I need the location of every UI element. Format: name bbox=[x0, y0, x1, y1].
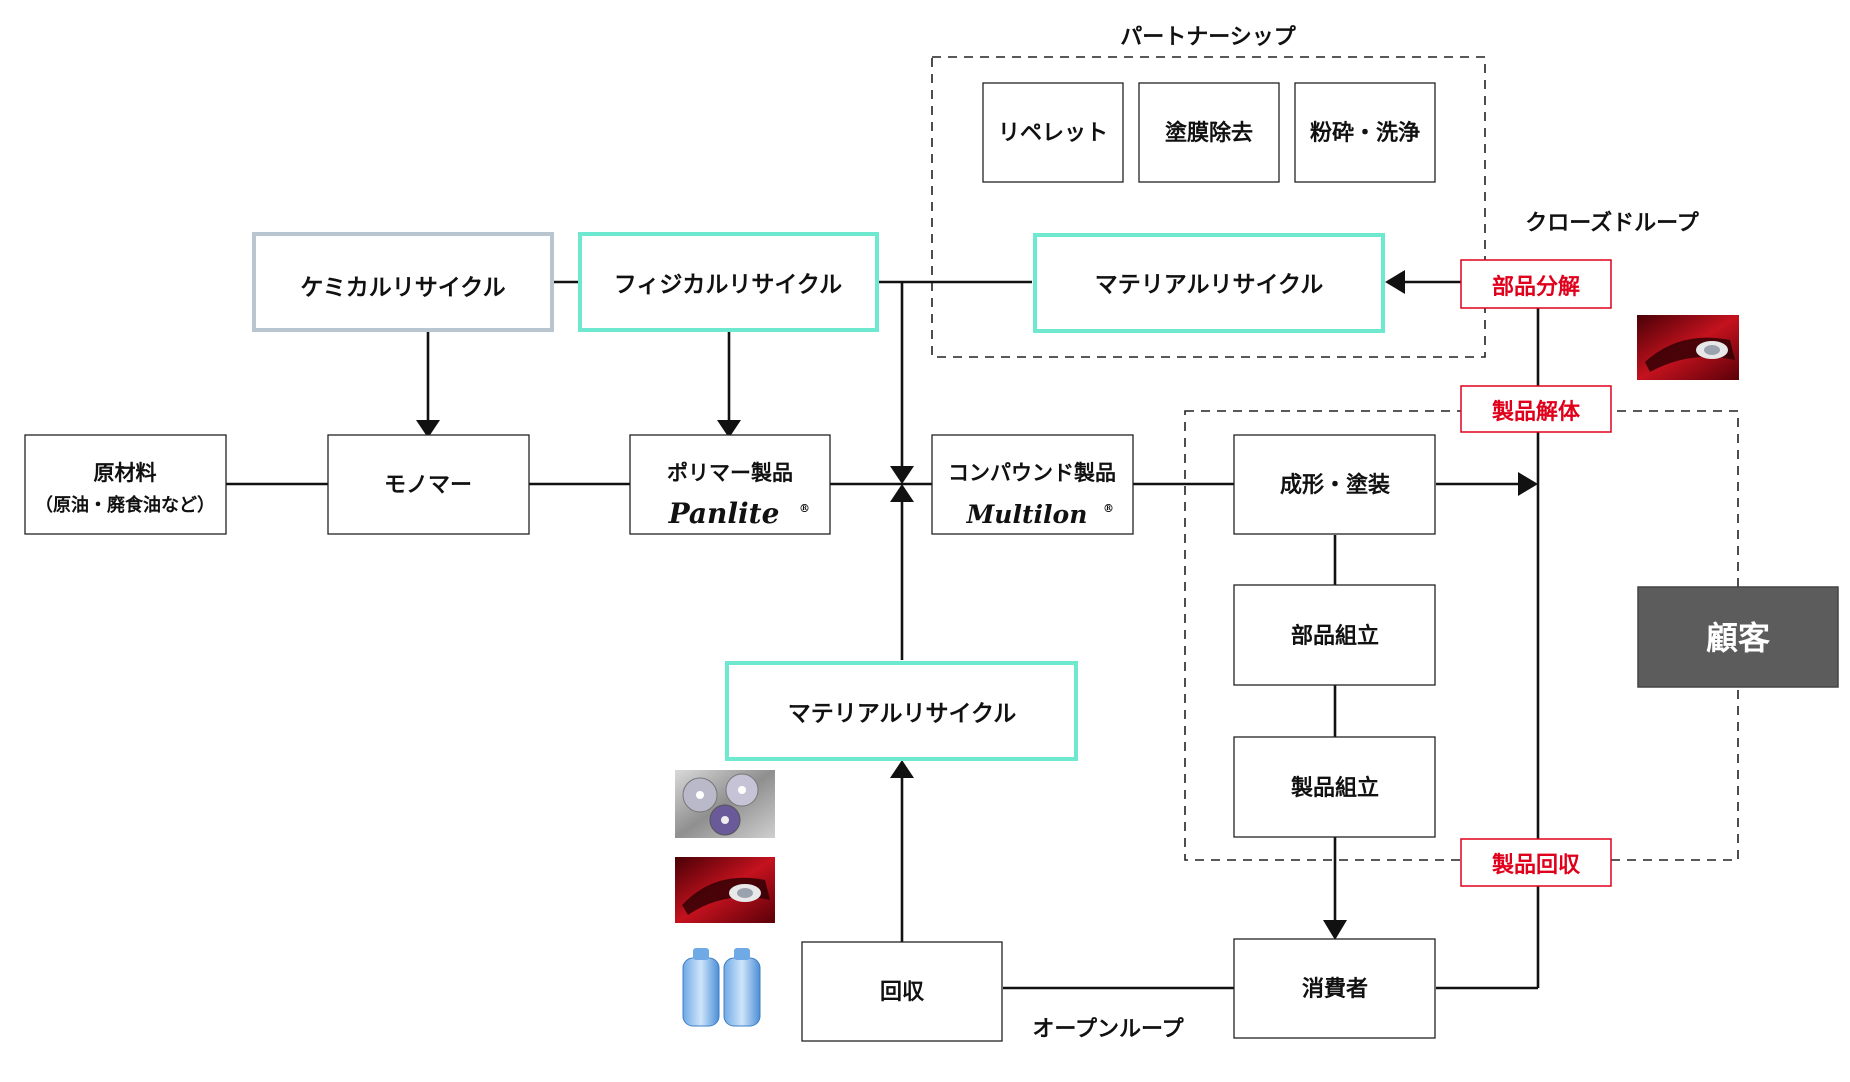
monomer-label: モノマー bbox=[384, 473, 472, 498]
arrow-down-merge bbox=[890, 466, 914, 484]
multilon-logo: Multilon bbox=[966, 500, 1088, 529]
arrow-to-consumer bbox=[1323, 920, 1347, 940]
arrow-up-merge bbox=[890, 484, 914, 502]
physical-recycle-box bbox=[578, 232, 879, 332]
parts-disassembly-label: 部品分解 bbox=[1492, 274, 1580, 300]
chemical-recycle-box bbox=[252, 232, 554, 332]
raw-material-label: 原材料 bbox=[94, 461, 157, 485]
multilon-registered-mark: ® bbox=[1103, 502, 1114, 515]
material-recycle-top-label: マテリアルリサイクル bbox=[1095, 272, 1324, 298]
step-coating-removal: 塗膜除去 bbox=[1165, 120, 1253, 146]
arrow-to-polymer bbox=[717, 420, 741, 438]
polymer-box bbox=[629, 434, 831, 535]
raw-material-sublabel: （原油・廃食油など） bbox=[35, 494, 215, 516]
molding-box bbox=[1233, 434, 1436, 535]
water-bottles-photo bbox=[682, 948, 761, 1027]
material-recycle-bottom-label: マテリアルリサイクル bbox=[788, 701, 1017, 727]
panlite-registered-mark: ® bbox=[799, 502, 810, 515]
polymer-label: ポリマー製品 bbox=[667, 461, 793, 485]
arrow-to-monomer bbox=[416, 420, 440, 438]
physical-recycle-label: フィジカルリサイクル bbox=[614, 272, 842, 298]
panlite-logo: Panlite bbox=[668, 497, 780, 530]
monomer-box bbox=[327, 434, 530, 535]
product-assembly-label: 製品組立 bbox=[1290, 775, 1379, 801]
discs-photo bbox=[675, 770, 775, 838]
step-repellet: リペレット bbox=[998, 121, 1108, 146]
customer-box bbox=[1637, 586, 1839, 688]
arrow-to-top-recycle bbox=[1385, 270, 1405, 294]
molding-label: 成形・塗装 bbox=[1280, 472, 1390, 498]
car-headlight-photo-right bbox=[1637, 315, 1739, 380]
consumer-label: 消費者 bbox=[1302, 977, 1368, 1002]
arrowheads bbox=[416, 270, 1538, 940]
closed-loop-label: クローズドループ bbox=[1525, 210, 1700, 236]
collection-label: 回収 bbox=[880, 980, 925, 1005]
customer-label: 顧客 bbox=[1706, 619, 1770, 657]
raw-material-box bbox=[24, 434, 227, 535]
chemical-recycle-label: ケミカルリサイクル bbox=[300, 275, 505, 301]
car-headlight-photo bbox=[675, 857, 775, 923]
compound-box bbox=[931, 434, 1134, 535]
connector-lines bbox=[226, 280, 1540, 990]
consumer-box bbox=[1233, 938, 1436, 1039]
partnership-title: パートナーシップ bbox=[1120, 25, 1297, 50]
material-recycle-top-box bbox=[1033, 233, 1385, 333]
open-loop-label: オープンループ bbox=[1032, 1017, 1184, 1042]
parts-disassembly-box bbox=[1460, 259, 1612, 309]
arrow-to-right-loop bbox=[1518, 472, 1538, 496]
product-dismantling-label: 製品解体 bbox=[1491, 399, 1581, 425]
step-repellet-box bbox=[982, 82, 1124, 183]
product-dismantling-box bbox=[1460, 385, 1612, 433]
collection-box bbox=[801, 941, 1003, 1042]
step-crush-wash-box bbox=[1294, 82, 1436, 183]
arrow-to-bottom-recycle bbox=[890, 760, 914, 778]
partnership-region bbox=[931, 56, 1486, 358]
compound-label: コンパウンド製品 bbox=[948, 461, 1116, 485]
parts-assembly-label: 部品組立 bbox=[1291, 623, 1379, 649]
parts-assembly-box bbox=[1233, 584, 1436, 686]
material-recycle-bottom-box bbox=[725, 661, 1078, 761]
product-assembly-box bbox=[1233, 736, 1436, 838]
step-coating-removal-box bbox=[1138, 82, 1280, 183]
product-collection-box bbox=[1460, 838, 1612, 887]
step-crush-wash: 粉砕・洗浄 bbox=[1310, 120, 1420, 146]
product-collection-label: 製品回収 bbox=[1491, 852, 1581, 878]
